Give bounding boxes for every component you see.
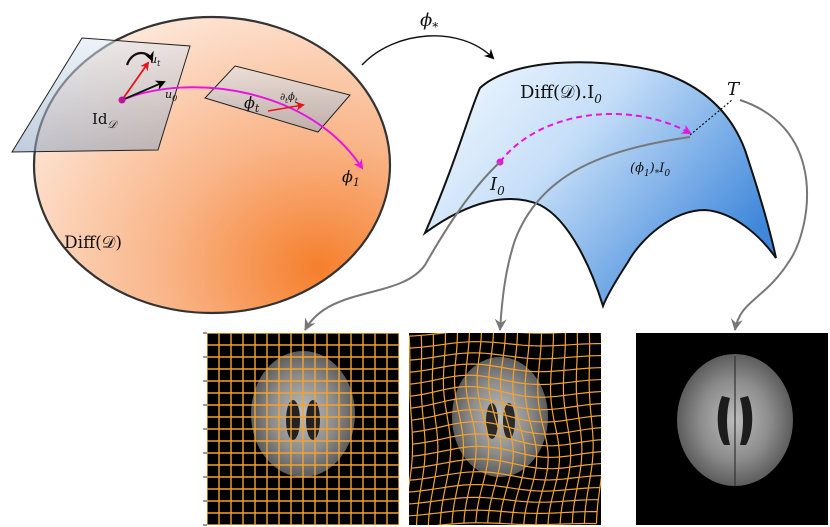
grid-undeformed bbox=[207, 333, 399, 525]
I0-label: I0 bbox=[489, 174, 505, 198]
warped-grid-line-h bbox=[409, 496, 599, 505]
connector-T bbox=[730, 99, 809, 331]
diff-d-label: Diff(𝒟) bbox=[64, 233, 122, 253]
phi-star-label: ϕ* bbox=[420, 10, 438, 34]
warped-grid-line-h bbox=[412, 433, 601, 447]
orbit-shape bbox=[422, 61, 777, 310]
ut-arrow bbox=[121, 61, 150, 101]
identity-label: Id𝒟 bbox=[92, 110, 119, 131]
pushforward: ϕ* bbox=[361, 10, 495, 66]
u-t-label: ut bbox=[150, 53, 161, 68]
pushforward-arrow bbox=[361, 35, 495, 66]
identity-point bbox=[118, 96, 126, 104]
ventricle-2b bbox=[503, 403, 515, 439]
warped-grid-line-v bbox=[535, 333, 549, 525]
dphi-arrow bbox=[267, 101, 305, 112]
connector-I0 bbox=[304, 161, 501, 331]
warped-grid-line-v bbox=[571, 333, 583, 524]
panel-deformed bbox=[409, 333, 601, 525]
connectors bbox=[304, 99, 809, 331]
connector-phi1-I0 bbox=[494, 136, 691, 331]
ventricle-2a bbox=[486, 403, 498, 439]
geodesic-path bbox=[121, 86, 364, 170]
distance-to-T bbox=[689, 99, 733, 136]
ventricle-1b bbox=[306, 400, 320, 440]
ventricle-1a bbox=[286, 400, 300, 440]
phi-1-label: ϕ1 bbox=[342, 167, 360, 189]
curl-arrow bbox=[125, 50, 154, 66]
warped-grid-line-h bbox=[411, 458, 601, 470]
warped-grid-line-v bbox=[547, 333, 561, 525]
u0-arrow bbox=[121, 80, 166, 101]
phi-t-label: ϕt bbox=[244, 93, 260, 115]
ticks-1 bbox=[203, 332, 207, 526]
grid-deformed bbox=[409, 333, 601, 525]
dphi-label: ∂tϕt bbox=[280, 92, 298, 105]
target-label: T bbox=[727, 79, 741, 100]
warped-grid-line-h bbox=[435, 522, 597, 525]
warped-grid-line-h bbox=[409, 483, 600, 493]
panel-undeformed bbox=[203, 332, 399, 526]
u-0-label: u0 bbox=[165, 88, 177, 103]
warped-grid-line-h bbox=[409, 333, 568, 337]
diff-manifold: ut u0 Id𝒟 ϕt ∂tϕt ϕ1 Diff(𝒟) bbox=[11, 15, 392, 315]
pushed-image-label: (ϕ1)*I0 bbox=[630, 161, 670, 179]
warped-grid-line-v bbox=[595, 333, 601, 524]
warped-grid-line-h bbox=[412, 445, 601, 459]
warped-grid-line-v bbox=[583, 333, 594, 524]
panel-target bbox=[636, 333, 828, 525]
orbit-label: Diff(𝒟).I0 bbox=[520, 82, 602, 106]
warped-grid-line-h bbox=[412, 421, 601, 435]
warped-grid-line-h bbox=[409, 509, 598, 517]
ventricle-3 bbox=[717, 396, 753, 445]
orbit-surface: Diff(𝒟).I0 I0 (ϕ1)*I0 T bbox=[422, 61, 777, 310]
warped-grid-line-v bbox=[559, 333, 572, 525]
warped-grid-line-v bbox=[523, 333, 538, 525]
warped-grid-line-v bbox=[511, 333, 526, 525]
warped-grid-line-h bbox=[409, 471, 601, 481]
orbit-geodesic bbox=[499, 112, 692, 163]
